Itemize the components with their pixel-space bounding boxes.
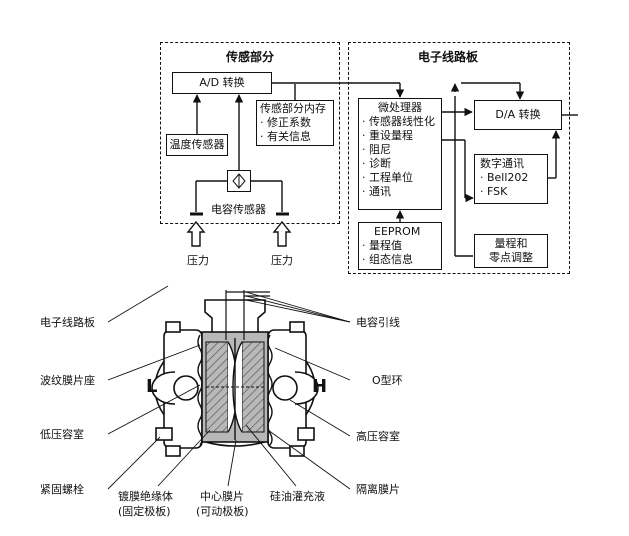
digital-comm-box: 数字通讯 · Bell202 · FSK [474, 154, 548, 204]
low-side-letter: L [146, 376, 158, 397]
digital-comm-title: 数字通讯 [480, 157, 524, 170]
label-bellows-seat: 波纹膜片座 [40, 374, 95, 387]
label-movable-plate: (可动极板) [196, 505, 249, 518]
microprocessor-title: 微处理器 [378, 101, 422, 114]
sensor-memory-title: 传感部分内存 [260, 102, 326, 115]
microprocessor-item: · 阻尼 [362, 143, 391, 156]
microprocessor-item: · 重设量程 [362, 129, 413, 142]
range-zero-adjust-box: 量程和 零点调整 [474, 234, 548, 268]
temp-sensor-box: 温度传感器 [166, 134, 228, 156]
microprocessor-item: · 通讯 [362, 185, 391, 198]
eeprom-box: EEPROM · 量程值 · 组态信息 [358, 222, 442, 270]
da-converter-box: D/A 转换 [474, 100, 562, 130]
microprocessor-item: · 工程单位 [362, 171, 413, 184]
label-o-ring: O型环 [372, 374, 403, 387]
range-zero-adjust-label: 零点调整 [489, 251, 533, 264]
label-capacitor-leads: 电容引线 [356, 316, 400, 329]
sensor-memory-box: 传感部分内存 · 修正系数 · 有关信息 [256, 100, 334, 146]
ad-converter-box: A/D 转换 [172, 72, 272, 94]
microprocessor-item: · 诊断 [362, 157, 391, 170]
label-fastening-bolt: 紧固螺栓 [40, 483, 84, 496]
label-silicone-oil-fill: 硅油灌充液 [270, 490, 325, 503]
label-low-pressure-chamber: 低压容室 [40, 428, 84, 441]
eeprom-title: EEPROM [374, 225, 421, 238]
label-fixed-plate: (固定极板) [118, 505, 171, 518]
label-electronics-board: 电子线路板 [40, 316, 95, 329]
microprocessor-box: 微处理器 · 传感器线性化 · 重设量程 · 阻尼 · 诊断 · 工程单位 · … [358, 98, 442, 210]
cap-sensor-label: 电容传感器 [211, 203, 266, 216]
range-zero-adjust-label: 量程和 [494, 237, 528, 250]
electronics-section-frame [348, 42, 570, 274]
sensor-memory-item: · 有关信息 [260, 130, 311, 143]
high-side-letter: H [312, 376, 328, 397]
sensor-section-title: 传感部分 [226, 50, 275, 64]
sensor-section-frame [160, 42, 340, 224]
label-coated-insulator: 镀膜绝缘体 [118, 490, 173, 503]
microprocessor-item: · 传感器线性化 [362, 115, 435, 128]
sensor-memory-item: · 修正系数 [260, 116, 311, 129]
pressure-left-label: 压力 [187, 254, 209, 267]
label-high-pressure-chamber: 高压容室 [356, 430, 400, 443]
ad-converter-label: A/D 转换 [199, 76, 245, 89]
label-isolating-diaphragm: 隔离膜片 [356, 483, 400, 496]
eeprom-item: · 组态信息 [362, 253, 413, 266]
temp-sensor-label: 温度传感器 [169, 138, 225, 151]
label-center-diaphragm: 中心膜片 [200, 490, 244, 503]
eeprom-item: · 量程值 [362, 239, 402, 252]
electronics-section-title: 电子线路板 [418, 50, 479, 64]
digital-comm-item: · FSK [480, 185, 508, 198]
digital-comm-item: · Bell202 [480, 171, 529, 184]
pressure-right-label: 压力 [271, 254, 293, 267]
da-converter-label: D/A 转换 [495, 108, 541, 121]
